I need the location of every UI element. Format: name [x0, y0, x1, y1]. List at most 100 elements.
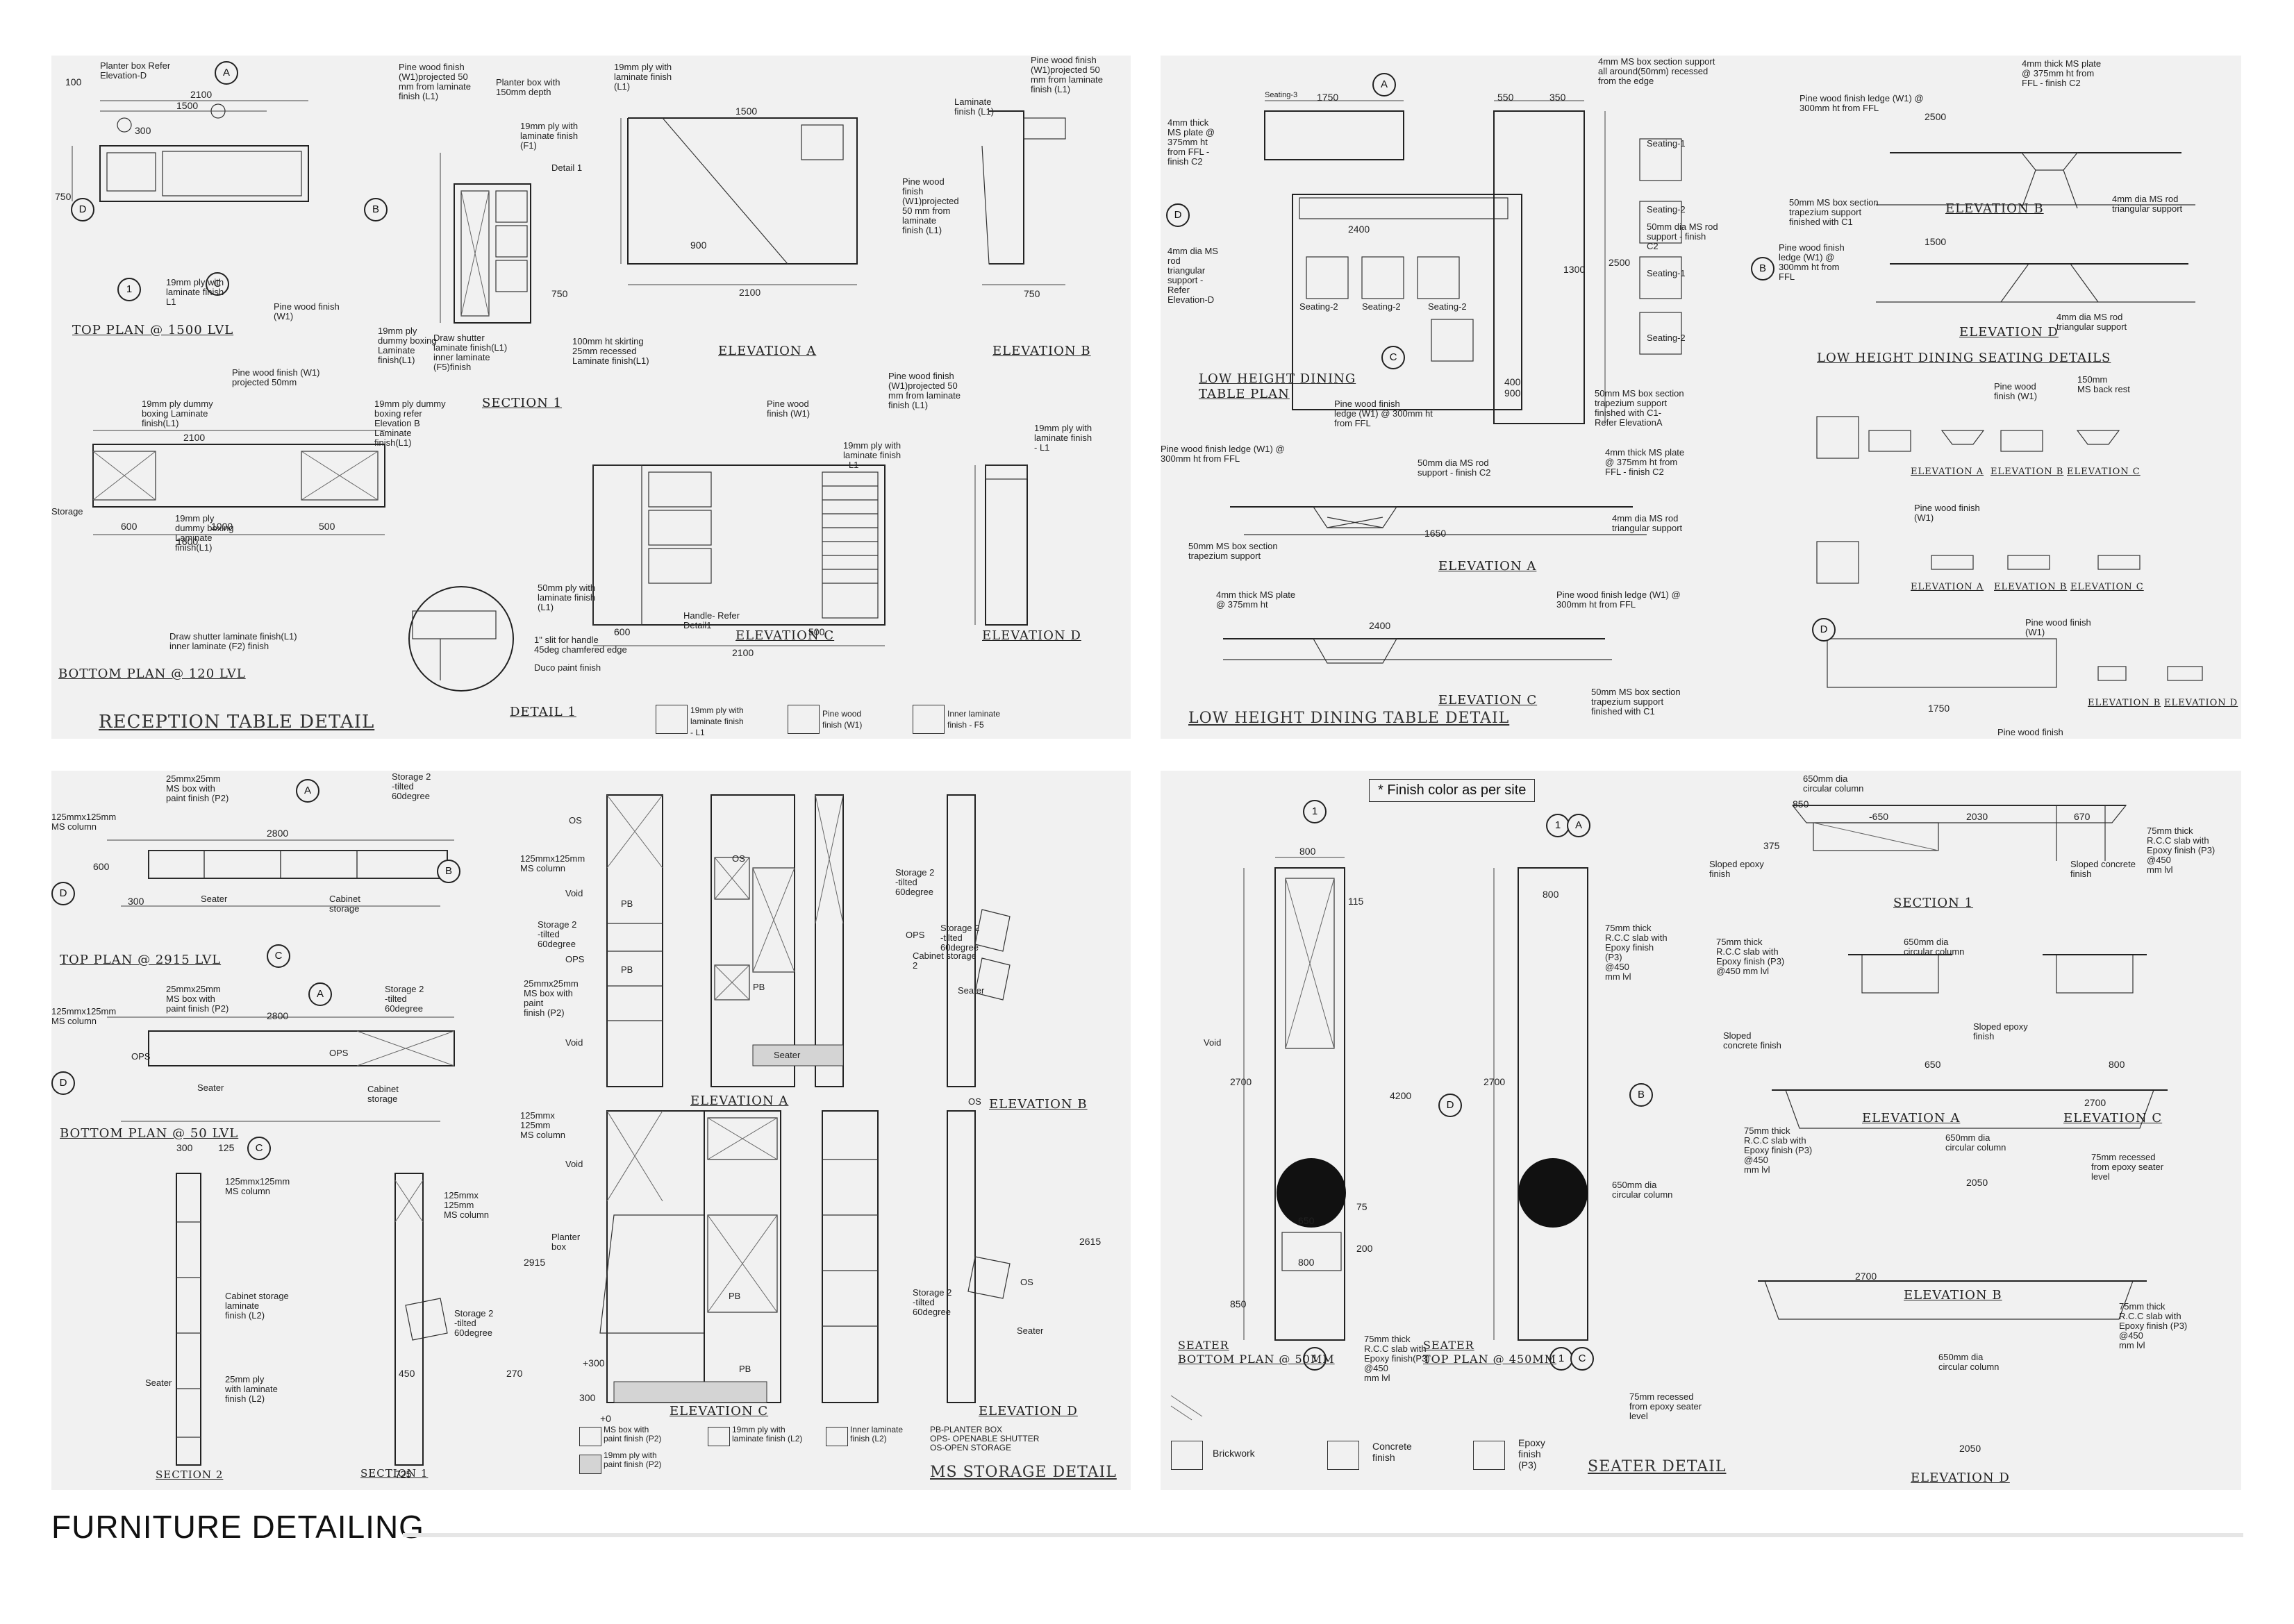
note-pine-c: Pine wood finish (W1)	[767, 399, 811, 419]
dim-270: 270	[506, 1368, 523, 1379]
note-ms-box: 25mmx25mm MS box with paint finish (P2)	[166, 773, 229, 803]
title-seat-b3: ELEVATION B	[2088, 698, 2161, 708]
note-skirting: 100mm ht skirting 25mm recessed Laminate…	[572, 336, 649, 366]
dim-750-b: 750	[1024, 288, 1040, 299]
dim-800: 800	[1299, 846, 1316, 857]
note-seating2c: Seating-2	[1299, 301, 1338, 312]
marker-1-bottom2[interactable]: 1	[1549, 1347, 1573, 1371]
note-pb-1: PB	[621, 898, 633, 909]
title-detail-1: DETAIL 1	[510, 705, 576, 719]
marker-b[interactable]: B	[1751, 257, 1774, 281]
dim-600: 600	[121, 521, 138, 532]
note-pine-proj: Pine wood finish (W1)projected 50 mm fro…	[399, 62, 472, 101]
title-elev-b: ELEVATION B	[992, 344, 1091, 358]
marker-d[interactable]: D	[1166, 203, 1190, 227]
note-ply-s2: 25mm ply with laminate finish (L2)	[225, 1374, 278, 1404]
marker-c2[interactable]: C	[247, 1137, 271, 1160]
title-elev-a: ELEVATION A	[690, 1094, 789, 1108]
title-seat-c2: ELEVATION C	[2070, 582, 2144, 592]
note-ops: OPS	[131, 1051, 151, 1062]
note-cab2: Cabinet storage 2	[913, 951, 976, 971]
legend-epoxy: Epoxy finish (P3)	[1518, 1437, 1545, 1471]
title-bottom-plan: BOTTOM PLAN @ 50 LVL	[60, 1126, 239, 1141]
marker-b[interactable]: B	[437, 860, 460, 883]
marker-a[interactable]: A	[1567, 814, 1590, 837]
dim-725: 725	[395, 1468, 412, 1480]
note-laminate-l1: Laminate finish (L1)	[954, 97, 995, 117]
note-seating2b: Seating-2	[1647, 333, 1686, 343]
note-rod-ea: 50mm dia MS rod support - finish C2	[1418, 458, 1491, 478]
marker-d[interactable]: D	[1438, 1094, 1462, 1117]
marker-c[interactable]: C	[1570, 1347, 1594, 1371]
dim-p0: +0	[600, 1413, 611, 1424]
note-slit2: 1" slit for handle 45deg chamfered edge	[534, 635, 627, 655]
marker-1-top[interactable]: 1	[1303, 800, 1327, 823]
reception-drawing	[72, 100, 1066, 692]
section-marker-a[interactable]: A	[215, 61, 238, 85]
dim-2100-b: 2100	[183, 432, 206, 443]
marker-a[interactable]: A	[296, 779, 319, 803]
note-os: OS	[569, 815, 582, 826]
note-rcc-ea: 75mm thick R.C.C slab with Epoxy finish …	[1716, 937, 1785, 976]
dim-450: 450	[399, 1368, 415, 1379]
dim-4200: 4200	[1390, 1090, 1412, 1101]
marker-a2[interactable]: A	[308, 982, 332, 1006]
dim-650-in: 650	[1298, 1215, 1315, 1226]
marker-c[interactable]: C	[267, 944, 290, 968]
note-os-d2: OS	[968, 1096, 981, 1107]
legend-swatch-ply-paint	[579, 1455, 601, 1474]
legend-swatch-ms	[579, 1427, 601, 1446]
note-os-a2: OS	[732, 853, 745, 864]
note-ledge-ea: Pine wood finish ledge (W1) @ 300mm ht f…	[1161, 444, 1285, 464]
title-elev-a: ELEVATION A	[718, 344, 817, 358]
title-elev-c: ELEVATION C	[735, 628, 835, 643]
title-top-plan: SEATER TOP PLAN @ 450MM	[1423, 1339, 1557, 1366]
title-section-1: SECTION 1	[360, 1467, 429, 1480]
dim-1750: 1750	[1317, 92, 1339, 103]
dim-2050: 2050	[1966, 1177, 1988, 1188]
note-ms-rod-l: 4mm dia MS rod triangular support - Refe…	[1167, 246, 1218, 305]
note-storage2-b: Storage 2 -tilted 60degree	[940, 923, 980, 953]
note-ply-d: 19mm ply with laminate finish - L1	[1034, 423, 1092, 453]
note-sloped-concrete: Sloped concrete finish	[2070, 859, 2136, 879]
section-marker-c[interactable]: C	[206, 272, 229, 296]
note-seating3: Seating-3	[1265, 91, 1298, 99]
title-elev-a: ELEVATION A	[1862, 1111, 1961, 1125]
marker-b[interactable]: B	[1629, 1083, 1653, 1107]
marker-d[interactable]: D	[51, 882, 75, 905]
title-seat-c: ELEVATION C	[2067, 467, 2141, 477]
dim-115: 115	[1348, 896, 1364, 907]
marker-c[interactable]: C	[1381, 346, 1405, 369]
note-rcc-s1: 75mm thick R.C.C slab with Epoxy finish …	[2147, 826, 2216, 875]
legend-swatch-l1	[656, 705, 688, 734]
section-marker-1[interactable]: 1	[117, 278, 141, 301]
section-marker-b[interactable]: B	[364, 198, 388, 221]
marker-d2[interactable]: D	[1812, 618, 1836, 642]
dim-2615: 2615	[1079, 1236, 1102, 1247]
dim-2915: 2915	[524, 1257, 546, 1268]
marker-1-bottom[interactable]: 1	[1303, 1347, 1327, 1371]
note-planter-depth: Planter box with 150mm depth	[496, 77, 560, 97]
marker-a[interactable]: A	[1372, 73, 1396, 97]
title-seat-a2: ELEVATION A	[1911, 582, 1984, 592]
dim-75: 75	[1356, 1201, 1368, 1212]
note-void: Void	[1204, 1037, 1222, 1048]
marker-d2[interactable]: D	[51, 1071, 75, 1095]
dim-2700-t: 2700	[1483, 1076, 1506, 1087]
legend-swatch-concrete	[1327, 1441, 1359, 1470]
note-void-a: Void	[565, 1037, 583, 1048]
section-marker-d[interactable]: D	[71, 198, 94, 221]
marker-1-top2[interactable]: 1	[1546, 814, 1570, 837]
note-seater: Seater	[201, 894, 228, 904]
note-seating2a: Seating-2	[1647, 204, 1686, 215]
storage-drawing	[107, 794, 1011, 1466]
title-section-1: SECTION 1	[1893, 896, 1974, 910]
legend-swatch-brick	[1171, 1441, 1203, 1470]
legend-concrete: Concrete finish	[1372, 1441, 1412, 1463]
dim-1000: 1000	[211, 521, 233, 532]
note-ms-plate-r: 4mm thick MS plate @ 375mm ht from FFL -…	[2022, 58, 2102, 88]
legend-swatch-inner	[826, 1427, 848, 1446]
dim-125: 125	[218, 1142, 235, 1153]
legend-f5: Inner laminate finish - F5	[947, 709, 1001, 730]
note-storage2-s1: Storage 2 -tilted 60degree	[454, 1308, 494, 1338]
